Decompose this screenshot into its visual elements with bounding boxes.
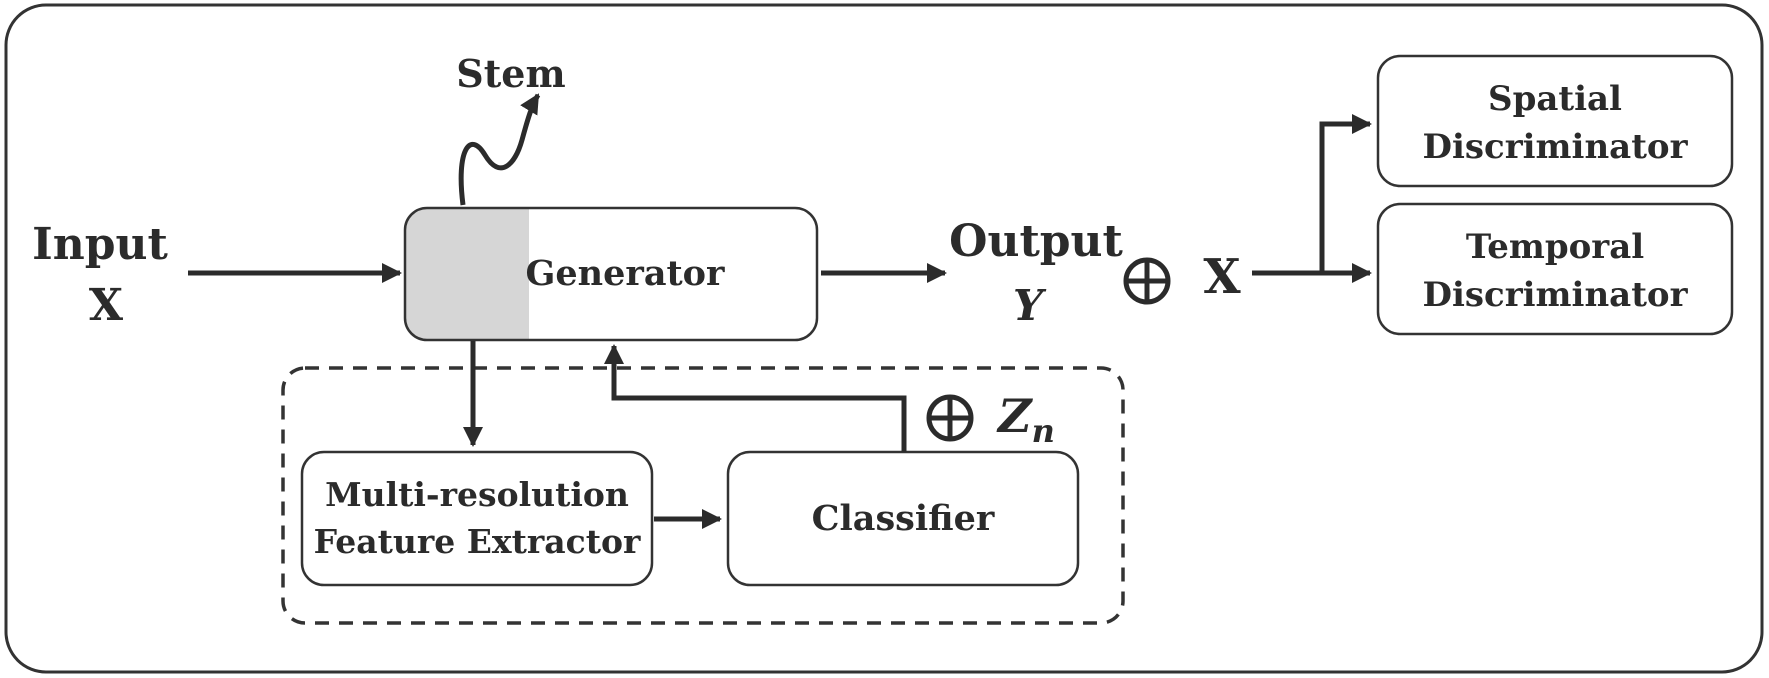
classifier-label: Classifier (812, 498, 995, 539)
noise-variable: Zn (996, 389, 1055, 450)
spatial-discriminator-block: Spatial Discriminator (1376, 54, 1734, 188)
classifier-feedback-arrow (604, 344, 907, 452)
input-variable: X (89, 280, 124, 331)
extractor-label-line2: Feature Extractor (314, 522, 641, 561)
extractor-label-line1: Multi-resolution (325, 475, 629, 514)
spatial-label-line2: Discriminator (1422, 127, 1688, 167)
spatial-label-line1: Spatial (1488, 79, 1622, 119)
output-variable: Y (1013, 281, 1047, 330)
stem-label: Stem (456, 51, 565, 96)
output-label: Output (949, 216, 1123, 267)
stem-wavy-arrow (458, 93, 541, 206)
generator-label: Generator (526, 253, 726, 294)
classifier-region-dashed (281, 366, 1125, 625)
branch-line (1252, 114, 1372, 276)
noise-oplus-icon (926, 394, 974, 442)
temporal-label-line1: Temporal (1466, 227, 1644, 267)
concat-oplus-icon (1123, 257, 1171, 305)
concat-variable: X (1203, 249, 1241, 305)
noise-subscript: n (1032, 412, 1055, 450)
noise-base: Z (996, 389, 1033, 443)
temporal-discriminator-block: Temporal Discriminator (1376, 202, 1734, 336)
feature-extractor-block: Multi-resolution Feature Extractor (300, 450, 654, 587)
outer-frame (4, 3, 1764, 674)
temporal-label-line2: Discriminator (1422, 275, 1688, 315)
classifier-block: Classifier (726, 450, 1080, 587)
input-label: Input (32, 219, 168, 270)
generator-block: Generator (403, 206, 819, 342)
generator-stem-section (405, 208, 529, 340)
